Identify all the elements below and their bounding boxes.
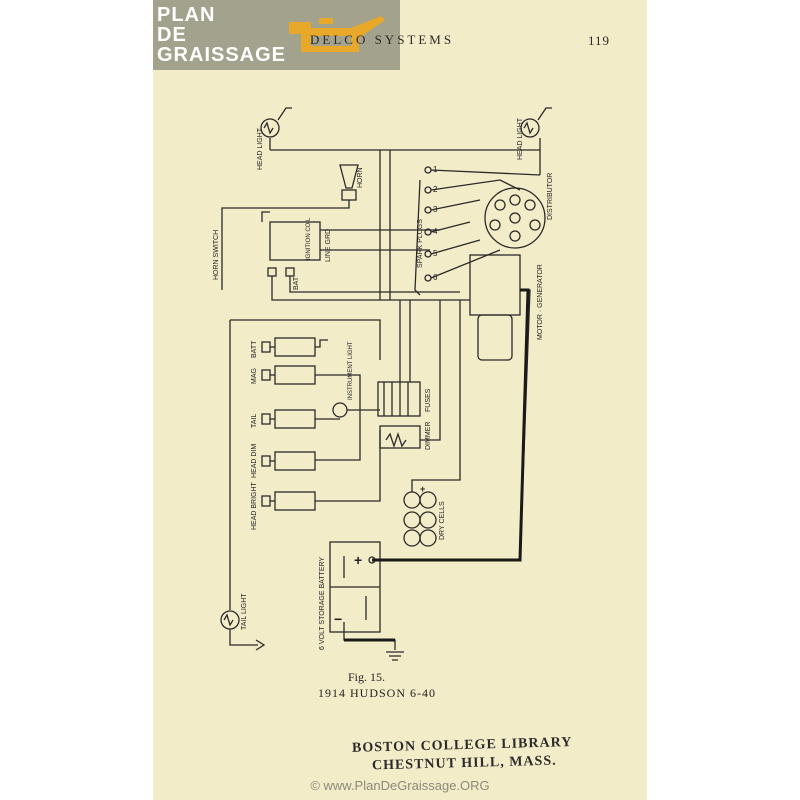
line-grd-label: LINE GRD xyxy=(325,229,332,262)
tail-light-lamp xyxy=(220,610,240,630)
logo-banner: PLAN DE GRAISSAGE xyxy=(153,0,400,70)
plug-number: 2 xyxy=(433,185,438,194)
horn-switch-label: HORN SWITCH xyxy=(213,230,220,280)
horn-label: HORN xyxy=(357,167,364,188)
switch-label-tail: TAIL xyxy=(251,414,258,428)
running-title: DELCO SYSTEMS xyxy=(310,32,455,47)
spark-plugs-label: SPARK PLUGS xyxy=(417,219,424,268)
switch-label-mag: MAG xyxy=(251,368,258,384)
plug-number: 6 xyxy=(433,273,438,282)
plug-number: 5 xyxy=(433,249,438,258)
plug-number: 4 xyxy=(433,227,438,236)
distributor-cap xyxy=(484,187,546,249)
bat-label: BAT xyxy=(293,276,300,290)
dry-cells-label: DRY CELLS xyxy=(439,501,446,540)
instrument-light-label: INSTRUMENT LIGHT xyxy=(348,341,354,400)
battery-minus-sign: − xyxy=(334,611,342,627)
switch-label-head-bright: HEAD BRIGHT xyxy=(251,481,258,530)
dimmer-label: DIMMER xyxy=(425,422,432,450)
head-light-right-label: HEAD LIGHT xyxy=(517,117,524,160)
motor-generator-label: MOTOR · GENERATOR xyxy=(537,264,544,340)
logo-line-plan: PLAN xyxy=(157,4,216,26)
distributor-label: DISTRIBUTOR xyxy=(547,173,554,220)
ignition-coil-label: IGNITION COIL xyxy=(306,217,312,260)
logo-line-graissage: GRAISSAGE xyxy=(157,44,287,66)
figure-title: 1914 HUDSON 6-40 xyxy=(318,686,436,700)
tail-light-label: TAIL LIGHT xyxy=(241,593,248,630)
logo-line-de: DE xyxy=(157,24,187,46)
oil-can-icon xyxy=(289,16,385,52)
switch-label-head-dim: HEAD DIM xyxy=(251,444,258,478)
page-number: 119 xyxy=(588,33,611,48)
battery-plus-sign: + xyxy=(354,552,362,568)
plug-number: 3 xyxy=(433,205,438,214)
plug-number: 1 xyxy=(433,165,438,174)
footer-url: © www.PlanDeGraissage.ORG xyxy=(310,778,490,793)
head-light-left-label: HEAD LIGHT xyxy=(257,127,264,170)
dry-cells-plus-sign: + xyxy=(420,484,425,494)
switch-block xyxy=(261,337,328,511)
battery-label: 6 VOLT STORAGE BATTERY xyxy=(319,557,326,650)
head-light-right-lamp xyxy=(520,118,540,138)
figure-number: Fig. 15. xyxy=(348,670,386,684)
head-light-left-lamp xyxy=(260,118,280,138)
fuses-label: FUSES xyxy=(425,388,432,412)
switch-label-batt: BATT xyxy=(251,340,258,358)
